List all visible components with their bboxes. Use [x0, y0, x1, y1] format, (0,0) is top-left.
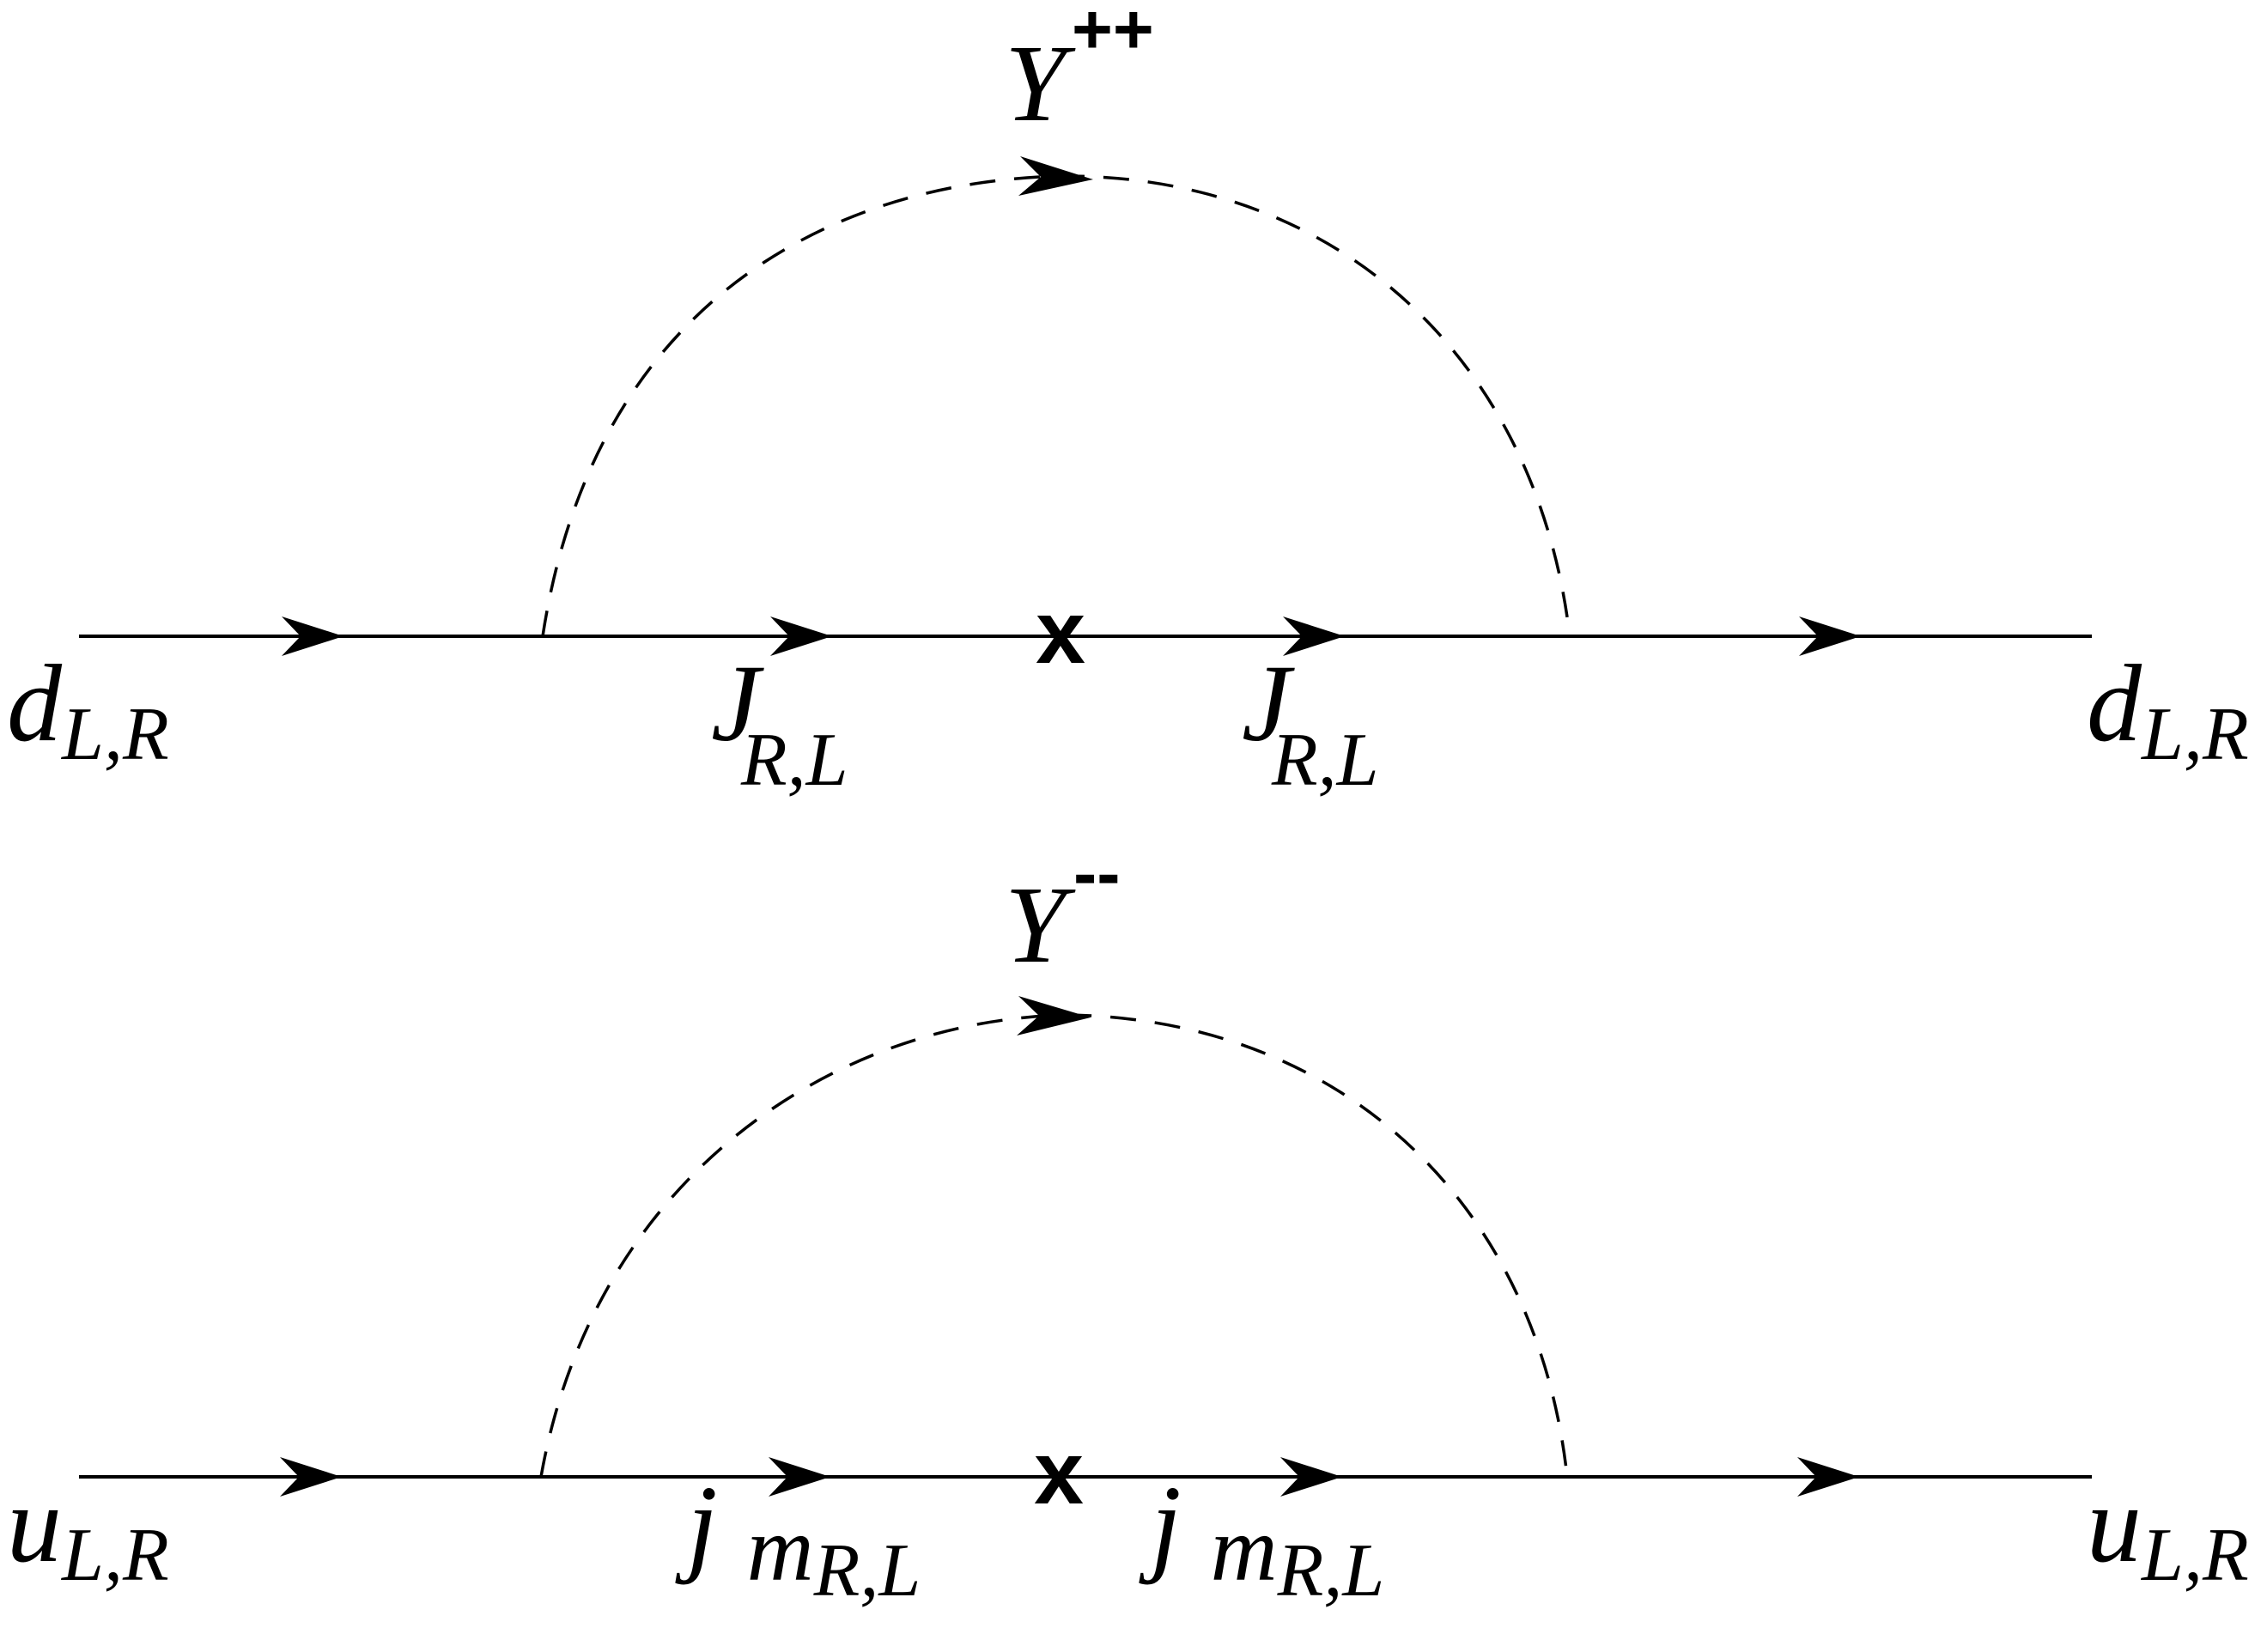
- top-leg-3-label: JR,L: [1242, 642, 1379, 802]
- bottom-leg-1-label: uL,R: [7, 1463, 169, 1597]
- top-arrow-3: [1283, 616, 1345, 656]
- top-mass-insertion-mark: x: [1036, 583, 1085, 683]
- top-leg-2-label: JR,L: [711, 642, 848, 802]
- bottom-arrow-2: [769, 1457, 830, 1497]
- bottom-arrow-3: [1280, 1457, 1342, 1497]
- top-diagram: x Y ++ dL,R JR,L JR,L dL,R: [7, 0, 2249, 802]
- top-arrow-4: [1799, 616, 1861, 656]
- top-scalar-charge: ++: [1072, 0, 1154, 69]
- top-leg-4-label: dL,R: [2087, 642, 2249, 776]
- top-scalar-arrow: [1018, 156, 1093, 196]
- top-arrow-1: [282, 616, 343, 656]
- bottom-arrow-1: [280, 1457, 342, 1497]
- top-leg-1-label: dL,R: [7, 642, 169, 776]
- top-scalar-arc: [541, 174, 1571, 637]
- bottom-scalar-arrow: [1017, 996, 1091, 1036]
- bottom-leg-4-label: uL,R: [2087, 1463, 2249, 1597]
- bottom-scalar-label: Y: [1005, 864, 1076, 986]
- bottom-arrow-4: [1797, 1457, 1859, 1497]
- bottom-scalar-charge: --: [1073, 835, 1121, 913]
- bottom-mass-insertion-mark: x: [1034, 1424, 1084, 1523]
- top-scalar-label: Y: [1005, 22, 1076, 144]
- top-arrow-2: [770, 616, 832, 656]
- bottom-scalar-arc: [539, 1013, 1569, 1478]
